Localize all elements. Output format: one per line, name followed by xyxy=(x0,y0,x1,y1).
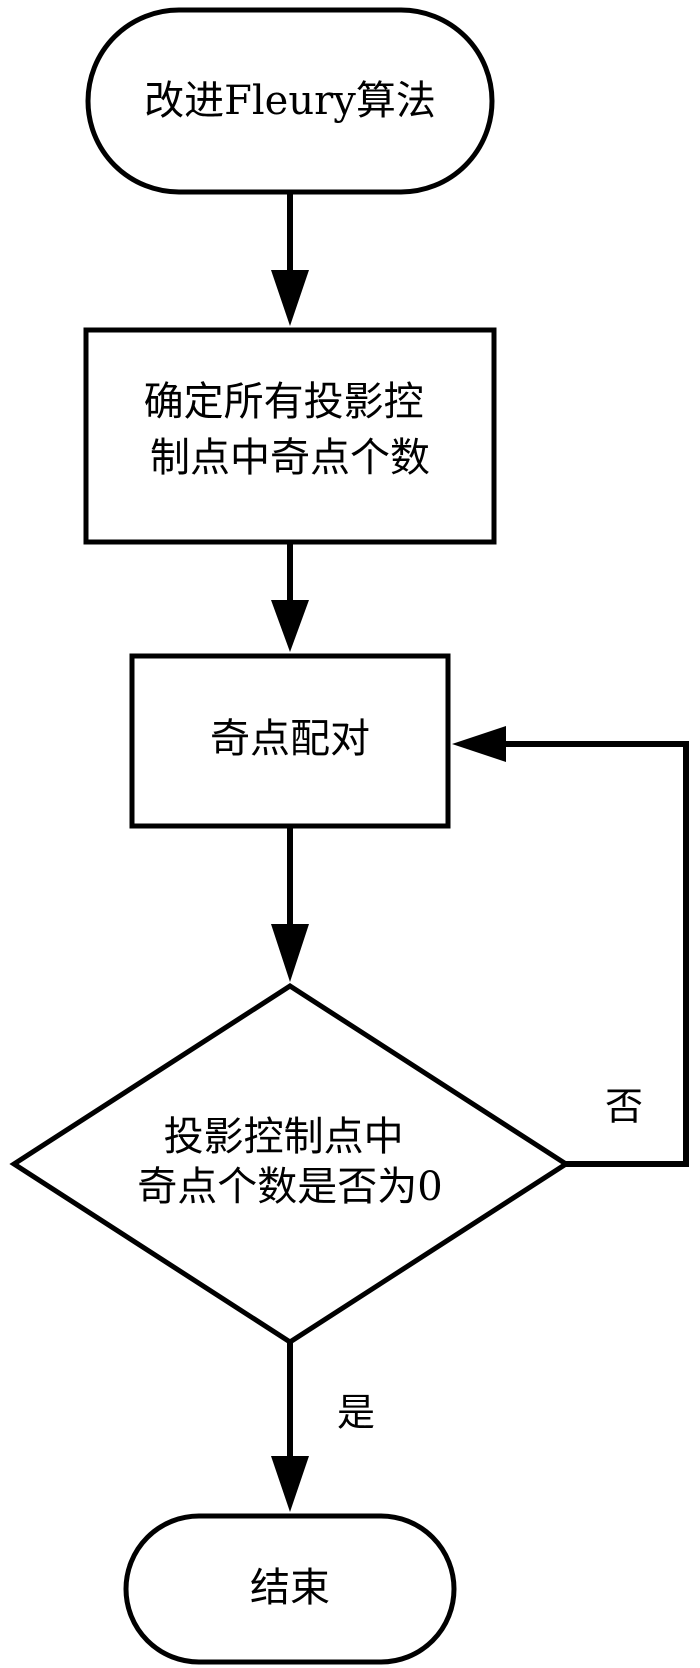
arrow-start-to-count xyxy=(271,192,309,326)
start-node-label: 改进Fleury算法 xyxy=(144,78,436,124)
arrow-count-to-pair-head xyxy=(271,600,309,652)
yes-label: 是 xyxy=(337,1391,375,1435)
count-odd-node-shape xyxy=(83,327,497,545)
count-odd-node-line-1: 确定所有投影控 xyxy=(144,379,424,425)
pair-odd-node-label: 奇点配对 xyxy=(210,716,370,762)
pair-odd-node: 奇点配对 xyxy=(129,653,451,829)
count-odd-node-line-2: 制点中奇点个数 xyxy=(150,435,430,481)
start-node: 改进Fleury算法 xyxy=(85,7,495,195)
arrow-no-loop-line xyxy=(500,741,689,1167)
pair-odd-node-shape xyxy=(129,653,451,829)
arrow-pair-to-decision-head xyxy=(271,924,309,982)
arrow-no-loop-head xyxy=(452,726,506,762)
no-label: 否 xyxy=(605,1085,643,1129)
decision-node-label: 投影控制点中 奇点个数是否为0 xyxy=(137,1114,442,1210)
decision-node: 投影控制点中 奇点个数是否为0 xyxy=(9,983,571,1345)
decision-node-line-2: 奇点个数是否为0 xyxy=(137,1164,442,1210)
count-odd-node: 确定所有投影控 制点中奇点个数 xyxy=(83,327,497,545)
arrow-start-to-count-head xyxy=(271,270,309,326)
arrow-count-to-pair xyxy=(271,542,309,652)
end-node-shape xyxy=(123,1513,457,1665)
end-node: 结束 xyxy=(123,1513,457,1665)
arrow-yes-head xyxy=(271,1456,309,1512)
end-node-label: 结束 xyxy=(250,1565,330,1611)
arrow-yes: 是 xyxy=(271,1342,375,1512)
arrow-no-loop: 否 xyxy=(452,726,689,1167)
decision-node-line-1: 投影控制点中 xyxy=(164,1114,404,1160)
arrow-pair-to-decision xyxy=(271,826,309,982)
count-odd-node-label: 确定所有投影控 制点中奇点个数 xyxy=(144,379,437,481)
